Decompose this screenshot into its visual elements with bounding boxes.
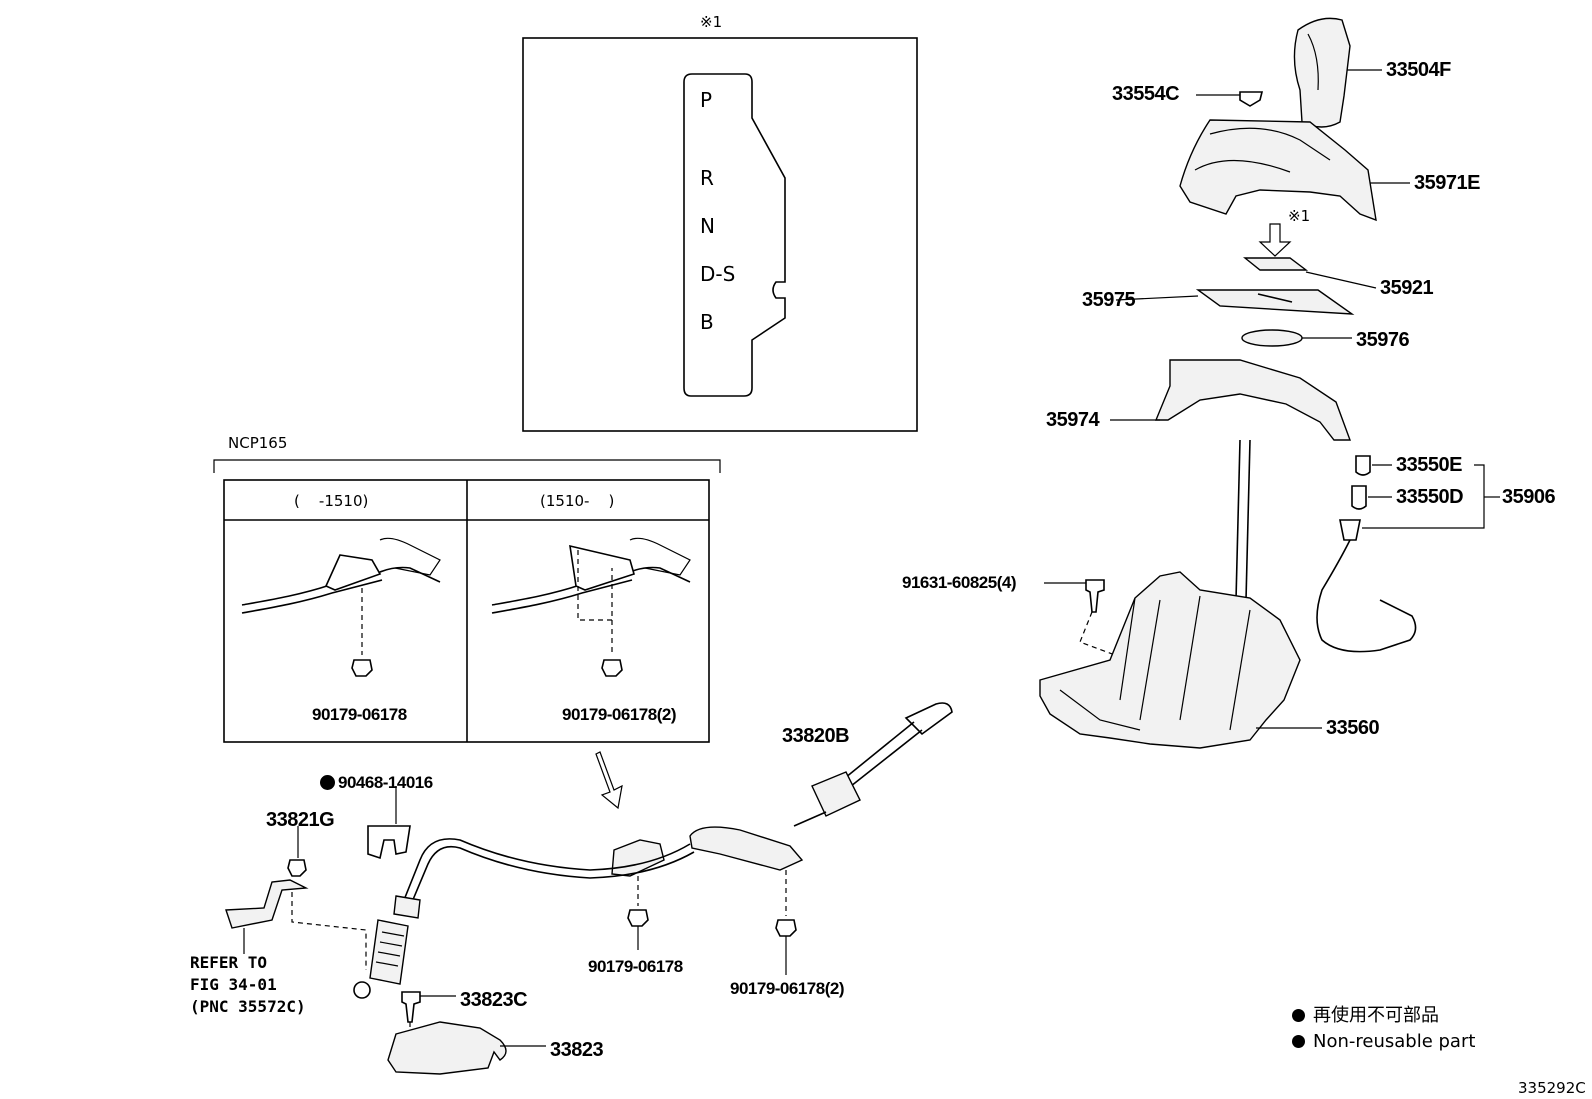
ncp-left-part: 90179-06178 [312, 705, 407, 724]
label-33823: 33823 [550, 1039, 604, 1061]
label-33554C: 33554C [1112, 83, 1180, 105]
screw-91631 [1085, 579, 1105, 613]
marker-2: ※1 [1288, 207, 1311, 225]
plate-35976 [1241, 329, 1303, 347]
nut-90179-a [627, 909, 649, 927]
label-33504F: 33504F [1386, 59, 1451, 81]
refer-line-3: (PNC 35572C) [190, 997, 306, 1016]
legend-jp: 再使用不可部品 [1292, 1004, 1439, 1028]
nut-left-inset [351, 659, 373, 677]
bracket-33821G [225, 879, 309, 929]
gate-label-n: N [700, 214, 715, 238]
label-90179-a: 90179-06178 [588, 957, 683, 976]
non-reusable-dot-icon [1292, 1009, 1305, 1022]
refer-line-2: FIG 34-01 [190, 975, 277, 994]
bracket-33823 [387, 1021, 507, 1075]
socket-35906 [1339, 519, 1361, 541]
label-35976: 35976 [1356, 329, 1410, 351]
arrow-down-plate [1258, 223, 1292, 257]
label-33550E: 33550E [1396, 454, 1462, 476]
ncp-left-range: ( -1510) [294, 492, 369, 510]
bulb-33550D [1351, 485, 1367, 510]
legend-en-text: Non-reusable part [1313, 1031, 1476, 1052]
cable-end-fitting [369, 919, 409, 985]
nut-right-inset [601, 659, 623, 677]
label-35906: 35906 [1502, 486, 1556, 508]
refer-note: REFER TO FIG 34-01 (PNC 35572C) [190, 952, 306, 1018]
cable-bracket [689, 826, 804, 871]
nut-90179-b [775, 919, 797, 937]
ncp-bracket [213, 459, 721, 473]
plate-35975 [1195, 289, 1355, 315]
ncp-model-label: NCP165 [228, 434, 288, 452]
cable-grommet [393, 895, 421, 919]
label-90179-b: 90179-06178(2) [730, 979, 844, 998]
legend-en: Non-reusable part [1292, 1030, 1475, 1054]
label-35975: 35975 [1082, 289, 1136, 311]
cable-end-33820B [904, 702, 953, 736]
arrow-down-cable [595, 751, 623, 810]
label-35971E: 35971E [1414, 172, 1480, 194]
ncp-right-range: (1510- ) [540, 492, 615, 510]
bulb-33550E [1355, 455, 1371, 476]
non-reusable-dot-icon [1292, 1035, 1305, 1048]
plate-35921 [1243, 257, 1309, 271]
label-33560: 33560 [1326, 717, 1380, 739]
nut-33821G [287, 859, 307, 877]
cable-boot [811, 771, 861, 817]
label-35921: 35921 [1380, 277, 1434, 299]
clip-33554C [1239, 91, 1264, 107]
clip-90468 [367, 825, 411, 860]
gate-label-ds: D-S [700, 262, 736, 286]
indicator-housing [1179, 119, 1377, 222]
label-35974: 35974 [1046, 409, 1100, 431]
lever-base-33560 [1039, 571, 1301, 749]
refer-line-1: REFER TO [190, 953, 268, 972]
gate-inset-frame [522, 37, 918, 432]
label-33823C: 33823C [460, 989, 528, 1011]
label-90468: 90468-14016 [320, 774, 433, 792]
label-91631: 91631-60825(4) [902, 573, 1016, 592]
legend-jp-text: 再使用不可部品 [1313, 1005, 1439, 1026]
figure-id: 335292C [1518, 1079, 1586, 1097]
label-33821G: 33821G [266, 809, 335, 831]
label-33820B: 33820B [782, 725, 850, 747]
gate-label-r: R [700, 166, 714, 190]
cable-bracket-2 [611, 839, 665, 877]
label-33550D: 33550D [1396, 486, 1464, 508]
gate-label-p: P [700, 88, 713, 112]
ncp-right-part: 90179-06178(2) [562, 705, 676, 724]
shift-knob [1293, 17, 1351, 128]
bolt-33823C [401, 991, 421, 1023]
gate-label-b: B [700, 310, 714, 334]
cover-35974 [1154, 359, 1352, 441]
inset-marker: ※1 [700, 13, 723, 31]
gate-plate-outline [683, 73, 786, 397]
cable-eye [353, 981, 371, 999]
